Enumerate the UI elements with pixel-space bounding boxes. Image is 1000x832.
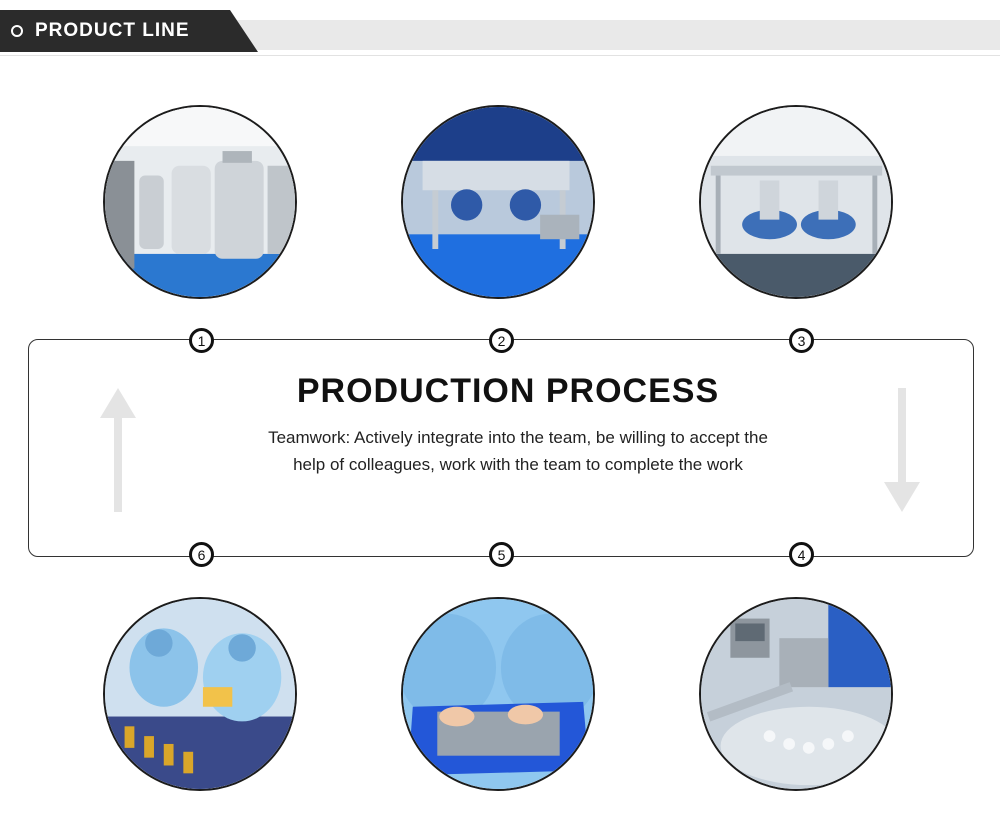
step-badge-6: 6	[189, 542, 214, 567]
step-number: 6	[197, 546, 206, 563]
step-badge-4: 4	[789, 542, 814, 567]
step-number: 4	[797, 546, 806, 563]
sorting-workers-image	[403, 599, 593, 789]
emulsifier-image	[701, 107, 891, 297]
tank-room-image	[105, 107, 295, 297]
arrow-up-icon	[100, 388, 136, 512]
step-badge-5: 5	[489, 542, 514, 567]
bottling-machine-image	[701, 599, 891, 789]
step-number: 2	[497, 332, 506, 349]
step-badge-3: 3	[789, 328, 814, 353]
step-6-photo	[103, 597, 297, 791]
step-4-photo	[699, 597, 893, 791]
mixing-platform-image	[403, 107, 593, 297]
process-description: Teamwork: Actively integrate into the te…	[268, 428, 768, 474]
header-tab	[0, 10, 258, 52]
header-circle-icon	[11, 25, 23, 37]
step-number: 1	[197, 332, 206, 349]
step-5-photo	[401, 597, 595, 791]
header-divider	[0, 55, 1000, 56]
arrow-down-icon	[884, 388, 920, 512]
filling-workers-image	[105, 599, 295, 789]
step-2-photo	[401, 105, 595, 299]
step-number: 5	[497, 546, 506, 563]
step-number: 3	[797, 332, 806, 349]
step-badge-1: 1	[189, 328, 214, 353]
step-badge-2: 2	[489, 328, 514, 353]
process-box	[28, 339, 974, 557]
process-title: PRODUCTION PROCESS	[296, 372, 720, 410]
step-1-photo	[103, 105, 297, 299]
section-title: PRODUCT LINE	[35, 20, 190, 41]
step-3-photo	[699, 105, 893, 299]
